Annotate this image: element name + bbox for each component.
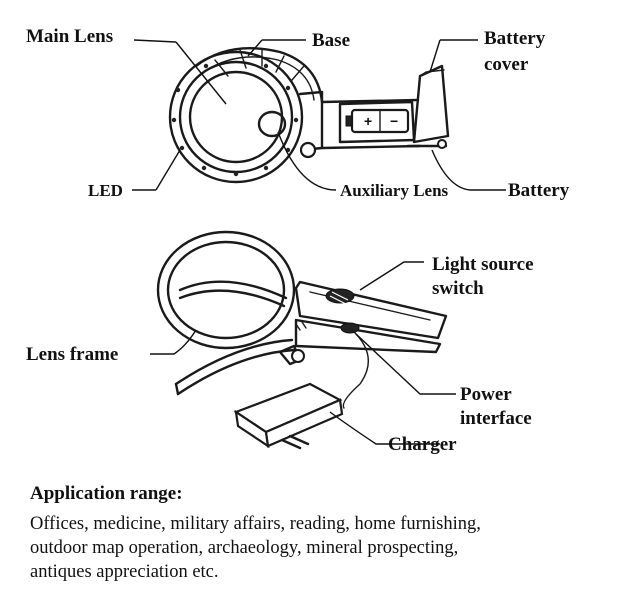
bottom-view-illustration bbox=[156, 230, 448, 450]
charger-part bbox=[233, 382, 344, 450]
application-range-section: Application range: Offices, medicine, mi… bbox=[30, 482, 600, 584]
application-range-line: Offices, medicine, military affairs, rea… bbox=[30, 514, 481, 534]
label-power-interface-line2: interface bbox=[460, 408, 532, 429]
label-power-interface-line1: Power bbox=[460, 384, 512, 405]
battery-pack: + − bbox=[345, 108, 410, 134]
application-range-line: outdoor map operation, archaeology, mine… bbox=[30, 538, 459, 558]
label-led: LED bbox=[88, 181, 123, 200]
label-battery-cover-line1: Battery bbox=[484, 28, 546, 49]
top-leader-lines bbox=[132, 39, 478, 191]
battery-minus-mark: − bbox=[390, 113, 398, 129]
top-view-illustration: + − bbox=[168, 47, 450, 184]
product-diagram: + − Main Lens Base Battery cover LED Aux… bbox=[26, 26, 570, 455]
battery-plus-mark: + bbox=[364, 113, 372, 129]
battery-cover bbox=[406, 64, 450, 149]
application-range-line: antiques appreciation etc. bbox=[30, 562, 219, 582]
label-charger: Charger bbox=[388, 434, 457, 455]
application-range-body: Offices, medicine, military affairs, rea… bbox=[30, 512, 600, 584]
application-range-title: Application range: bbox=[30, 483, 183, 504]
label-lens-frame: Lens frame bbox=[26, 344, 118, 365]
bottom-leader-lines bbox=[150, 261, 456, 445]
label-main-lens: Main Lens bbox=[26, 26, 113, 47]
light-source-switch-part bbox=[325, 288, 355, 305]
label-battery: Battery bbox=[508, 180, 570, 201]
label-auxiliary-lens: Auxiliary Lens bbox=[340, 181, 449, 200]
label-battery-cover-line2: cover bbox=[484, 54, 529, 75]
label-light-source-line2: switch bbox=[432, 278, 484, 299]
label-light-source-line1: Light source bbox=[432, 254, 534, 275]
label-base: Base bbox=[312, 30, 350, 51]
